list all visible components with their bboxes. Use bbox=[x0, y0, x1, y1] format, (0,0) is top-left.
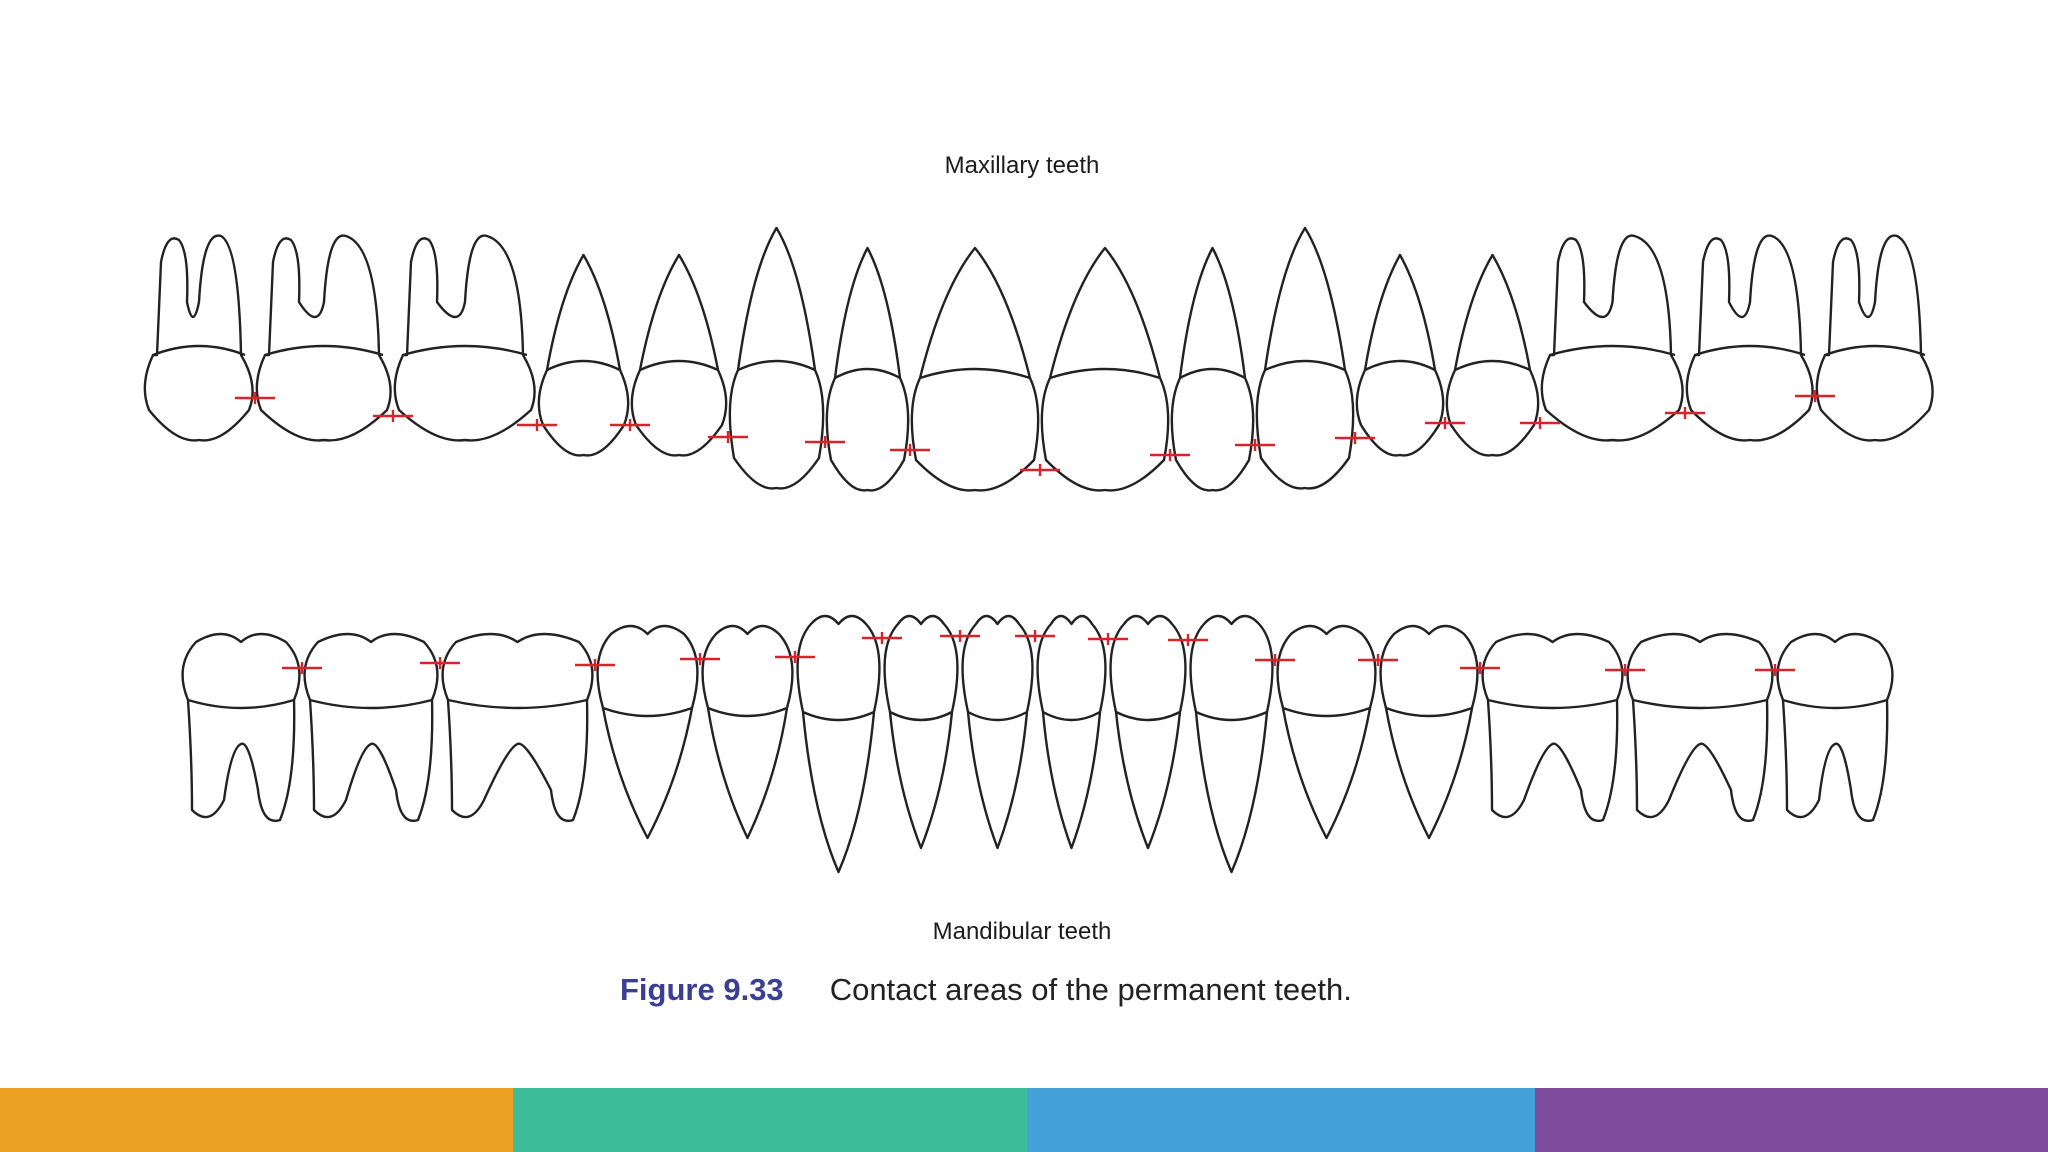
maxillary-tooth-central-incisor bbox=[1040, 246, 1170, 492]
mandibular-tooth-third-molar bbox=[1776, 632, 1894, 823]
mandibular-contacts bbox=[282, 630, 1795, 676]
maxillary-tooth-second-premolar bbox=[1445, 253, 1540, 457]
mandibular-tooth-lateral-incisor bbox=[1109, 614, 1187, 850]
maxillary-tooth-second-premolar bbox=[537, 253, 630, 457]
mandibular-tooth-lateral-incisor bbox=[883, 614, 959, 850]
footer-bar-teal bbox=[513, 1088, 1027, 1152]
mandibular-tooth-first-molar bbox=[441, 632, 594, 823]
maxillary-tooth-third-molar bbox=[1815, 234, 1934, 442]
mandibular-tooth-central-incisor bbox=[1036, 614, 1107, 850]
maxillary-tooth-central-incisor bbox=[910, 246, 1040, 492]
maxillary-tooth-first-premolar bbox=[630, 253, 728, 457]
mandibular-tooth-first-premolar bbox=[1276, 624, 1377, 840]
mandibular-tooth-canine bbox=[1189, 614, 1274, 874]
mandibular-tooth-second-molar bbox=[303, 632, 439, 823]
maxillary-tooth-canine bbox=[1255, 226, 1355, 490]
teeth-diagram bbox=[143, 226, 1934, 874]
footer-bar-blue bbox=[1027, 1088, 1535, 1152]
maxillary-tooth-lateral-incisor bbox=[1170, 246, 1255, 492]
mandibular-tooth-third-molar bbox=[181, 632, 301, 823]
maxillary-tooth-lateral-incisor bbox=[825, 246, 910, 492]
maxillary-tooth-canine bbox=[728, 226, 825, 490]
footer-bar-purple bbox=[1535, 1088, 2048, 1152]
mandibular-tooth-second-premolar bbox=[1379, 624, 1479, 840]
maxillary-arch bbox=[143, 226, 1934, 492]
mandibular-tooth-first-molar bbox=[1481, 632, 1624, 823]
maxillary-contacts bbox=[235, 390, 1835, 476]
maxillary-label: Maxillary teeth bbox=[944, 152, 1100, 179]
figure-caption: Figure 9.33 Contact areas of the permanen… bbox=[620, 972, 1352, 1008]
mandibular-tooth-canine bbox=[796, 614, 881, 874]
maxillary-tooth-first-molar bbox=[1540, 234, 1684, 442]
mandibular-label: Mandibular teeth bbox=[932, 918, 1112, 945]
caption-text: Contact areas of the permanent teeth. bbox=[829, 972, 1352, 1007]
mandibular-arch bbox=[181, 614, 1894, 874]
maxillary-tooth-third-molar bbox=[143, 234, 254, 442]
maxillary-tooth-second-molar bbox=[1685, 234, 1814, 442]
maxillary-tooth-second-molar bbox=[255, 234, 392, 442]
mandibular-tooth-second-premolar bbox=[596, 624, 699, 840]
footer-bar-orange bbox=[0, 1088, 513, 1152]
maxillary-tooth-first-molar bbox=[393, 234, 536, 442]
figure-number: Figure 9.33 bbox=[620, 972, 784, 1007]
mandibular-tooth-central-incisor bbox=[961, 614, 1034, 850]
maxillary-tooth-first-premolar bbox=[1355, 253, 1445, 457]
mandibular-tooth-first-premolar bbox=[701, 624, 794, 840]
mandibular-tooth-second-molar bbox=[1626, 632, 1774, 823]
